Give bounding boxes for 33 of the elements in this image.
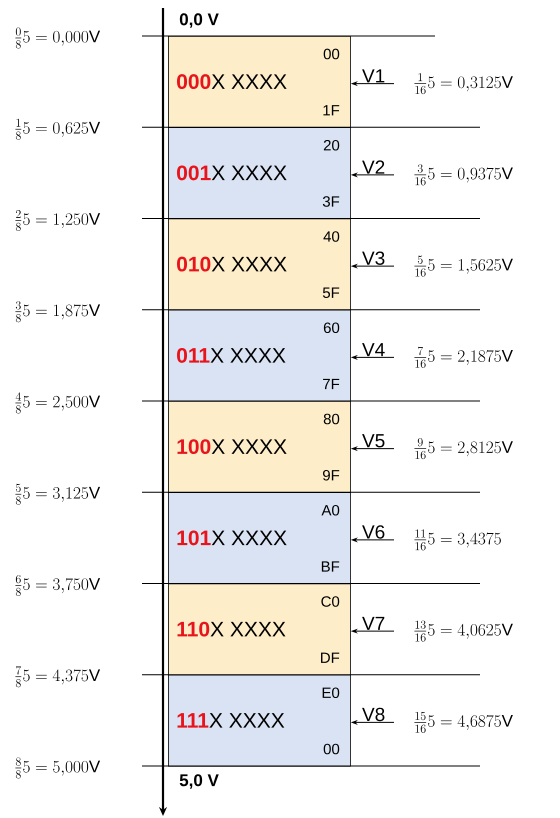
threshold-label: $\frac{4}{8}5 = 2{,}500\mathrm{V}$ — [15, 392, 100, 414]
edge-label: V3 — [362, 251, 384, 265]
threshold-label: $\frac{2}{8}5 = 1{,}250\mathrm{V}$ — [15, 210, 100, 231]
voltage-formula: $\frac{7}{16}5 = 2{,}1875\mathrm{V}$ — [414, 346, 513, 368]
voltage-formula: $\frac{5}{16}5 = 1{,}5625\mathrm{V}$ — [414, 256, 513, 277]
edge-label: V5 — [362, 434, 384, 448]
address-band: 011X XXXX 60 7F — [168, 310, 351, 402]
edge-label: V2 — [362, 160, 384, 174]
address-band: 100X XXXX 80 9F — [168, 401, 351, 493]
voltage-formula: $\frac{13}{16}5 = 4{,}0625\mathrm{V}$ — [414, 620, 513, 642]
threshold-label: $\frac{8}{8}5 = 5{,}000\mathrm{V}$ — [15, 758, 100, 778]
edge-label: V7 — [362, 616, 384, 630]
voltage-formula: $\frac{15}{16}5 = 4{,}6875\mathrm{V}$ — [414, 712, 513, 733]
threshold-label: $\frac{1}{8}5 = 0{,}625\mathrm{V}$ — [15, 118, 100, 140]
address-band: 000X XXXX 00 1F — [168, 36, 351, 128]
threshold-label: $\frac{3}{8}5 = 1{,}875\mathrm{V}$ — [15, 301, 100, 322]
voltage-formula: $\frac{3}{16}5 = 0{,}9375\mathrm{V}$ — [414, 164, 513, 186]
address-band: 010X XXXX 40 5F — [168, 218, 351, 310]
threshold-label: $\frac{7}{8}5 = 4{,}375\mathrm{V}$ — [15, 666, 100, 688]
threshold-label: $\frac{6}{8}5 = 3{,}750\mathrm{V}$ — [15, 575, 100, 596]
voltage-formula: $\frac{1}{16}5 = 0{,}3125\mathrm{V}$ — [414, 73, 513, 94]
voltage-formula: $\frac{11}{16}5 = 3{,}4375$ — [414, 529, 501, 550]
address-band: 111X XXXX E0 00 — [168, 674, 351, 767]
threshold-label: $\frac{0}{8}5 = 0{,}000\mathrm{V}$ — [15, 28, 100, 48]
threshold-label: $\frac{5}{8}5 = 3{,}125\mathrm{V}$ — [15, 484, 100, 505]
voltage-formula: $\frac{9}{16}5 = 2{,}8125\mathrm{V}$ — [414, 438, 513, 460]
address-band: 001X XXXX 20 3F — [168, 127, 351, 220]
address-band: 110X XXXX C0 DF — [168, 584, 351, 676]
edge-label: V8 — [362, 708, 384, 722]
address-band: 101X XXXX A0 BF — [168, 492, 351, 584]
edge-label: V6 — [362, 525, 384, 539]
edge-label: V4 — [362, 343, 385, 356]
edge-label: V1 — [362, 69, 384, 82]
